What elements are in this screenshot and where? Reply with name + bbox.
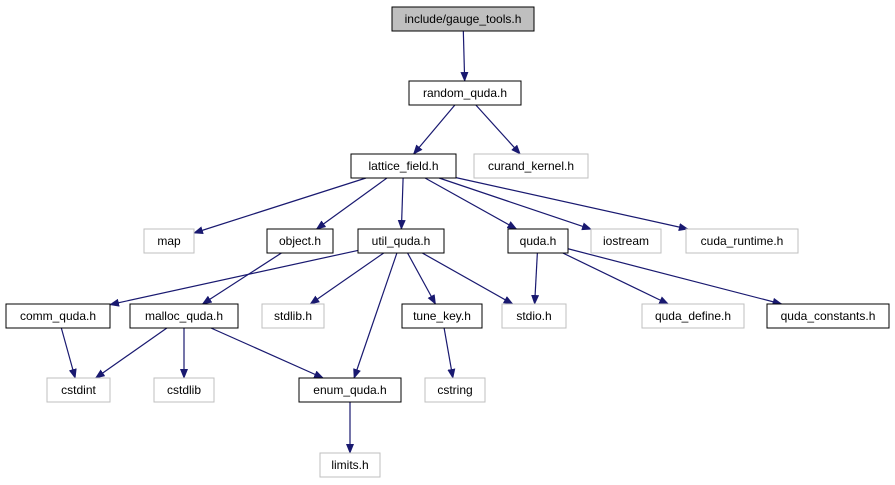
node-label: random_quda.h <box>423 86 507 100</box>
node-box <box>357 228 445 254</box>
edge-lattice-field-to-map <box>193 177 367 235</box>
node-label: tune_key.h <box>413 309 471 323</box>
edge-malloc-quda-to-cstdint <box>94 327 168 379</box>
node-label: iostream <box>603 234 649 248</box>
node-cstdint: cstdint <box>46 377 111 403</box>
node-label: include/gauge_tools.h <box>405 12 522 26</box>
dependency-edges <box>61 31 781 453</box>
node-label: quda.h <box>520 234 557 248</box>
node-iostream: iostream <box>590 228 662 254</box>
edge-malloc-quda-to-enum-quda <box>210 327 324 379</box>
node-box <box>501 303 567 329</box>
node-quda[interactable]: quda.h <box>507 228 569 254</box>
node-curand-kernel: curand_kernel.h <box>473 153 589 179</box>
node-stdlib: stdlib.h <box>261 303 325 329</box>
edge-quda-to-stdio <box>531 252 540 305</box>
node-box <box>129 303 239 329</box>
node-random-quda[interactable]: random_quda.h <box>408 80 522 106</box>
node-label: cstring <box>437 383 472 397</box>
node-box <box>408 80 522 106</box>
node-label: util_quda.h <box>372 234 431 248</box>
node-enum-quda[interactable]: enum_quda.h <box>298 377 402 403</box>
node-map: map <box>143 228 195 254</box>
node-box <box>424 377 486 403</box>
node-limits: limits.h <box>319 452 381 478</box>
node-box <box>766 303 890 329</box>
edge-random-quda-to-lattice-field <box>412 104 456 155</box>
node-box <box>350 153 457 179</box>
node-lattice-field[interactable]: lattice_field.h <box>350 153 457 179</box>
header-nodes: include/gauge_tools.h random_quda.hlattic… <box>5 6 890 478</box>
node-cuda-runtime: cuda_runtime.h <box>685 228 799 254</box>
edge-quda-to-quda-constants <box>567 248 783 306</box>
node-box <box>391 6 535 32</box>
node-box <box>641 303 745 329</box>
node-label: map <box>157 234 181 248</box>
edge-lattice-field-to-cuda-runtime <box>455 177 689 231</box>
edge-lattice-field-to-util-quda <box>397 177 406 230</box>
node-box <box>143 228 195 254</box>
node-object[interactable]: object.h <box>266 228 334 254</box>
node-label: cuda_runtime.h <box>701 234 784 248</box>
node-quda-constants[interactable]: quda_constants.h <box>766 303 890 329</box>
node-box <box>401 303 483 329</box>
node-label: stdlib.h <box>274 309 312 323</box>
node-comm-quda[interactable]: comm_quda.h <box>5 303 111 329</box>
node-box <box>261 303 325 329</box>
node-label: object.h <box>279 234 321 248</box>
node-box <box>473 153 589 179</box>
node-label: stdio.h <box>516 309 551 323</box>
edge-util-quda-to-comm-quda <box>109 249 359 307</box>
node-label: limits.h <box>331 458 368 472</box>
node-box <box>319 452 381 478</box>
edge-quda-to-quda-define <box>562 252 670 305</box>
node-gauge-tools[interactable]: include/gauge_tools.h <box>391 6 535 32</box>
edge-lattice-field-to-object <box>315 177 388 230</box>
node-quda-define: quda_define.h <box>641 303 745 329</box>
node-label: comm_quda.h <box>20 309 96 323</box>
node-cstring: cstring <box>424 377 486 403</box>
node-malloc-quda[interactable]: malloc_quda.h <box>129 303 239 329</box>
node-box <box>590 228 662 254</box>
edge-lattice-field-to-quda <box>424 177 518 230</box>
edge-object-to-malloc-quda <box>201 252 282 305</box>
node-tune-key[interactable]: tune_key.h <box>401 303 483 329</box>
edge-random-quda-to-curand-kernel <box>475 104 521 155</box>
node-label: quda_define.h <box>655 309 731 323</box>
node-stdio: stdio.h <box>501 303 567 329</box>
node-label: enum_quda.h <box>313 383 386 397</box>
edge-gauge-tools-to-random-quda <box>460 30 469 82</box>
edge-tune-key-to-cstring <box>443 327 456 379</box>
node-label: malloc_quda.h <box>145 309 223 323</box>
edge-util-quda-to-stdio <box>421 252 514 305</box>
edge-comm-quda-to-cstdint <box>60 327 77 379</box>
node-box <box>298 377 402 403</box>
edge-util-quda-to-enum-quda <box>353 252 398 379</box>
node-box <box>46 377 111 403</box>
node-box <box>266 228 334 254</box>
node-cstdlib: cstdlib <box>153 377 215 403</box>
node-label: cstdlib <box>167 383 201 397</box>
node-label: cstdint <box>61 383 96 397</box>
node-box <box>507 228 569 254</box>
node-box <box>5 303 111 329</box>
node-box <box>685 228 799 254</box>
edge-util-quda-to-stdlib <box>309 252 385 305</box>
node-util-quda[interactable]: util_quda.h <box>357 228 445 254</box>
node-label: curand_kernel.h <box>488 159 574 173</box>
node-label: quda_constants.h <box>781 309 876 323</box>
edge-util-quda-to-tune-key <box>407 252 436 305</box>
node-label: lattice_field.h <box>368 159 438 173</box>
edge-lattice-field-to-iostream <box>438 177 592 231</box>
node-box <box>153 377 215 403</box>
